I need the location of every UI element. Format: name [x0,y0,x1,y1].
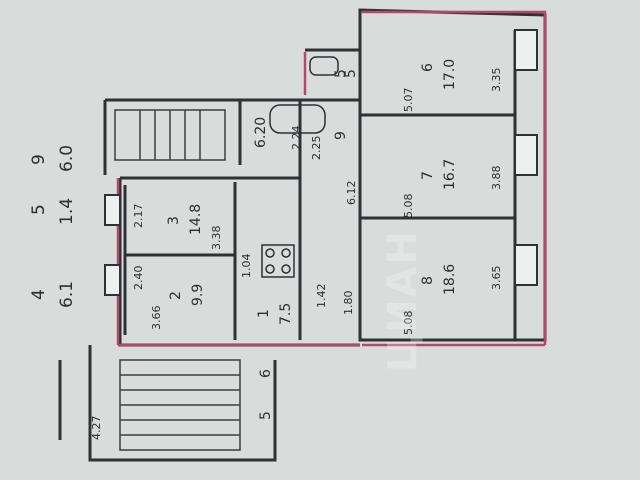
room-5-num: 5 [333,69,349,78]
stairs-upper [114,109,226,161]
legend-area-4: 6.1 [57,281,77,308]
room-2-num: 2 [168,291,184,300]
walls [58,8,547,462]
dim-label: 3.88 [490,166,503,191]
dim-label: 3.35 [490,68,503,93]
room-2-area: 9.9 [190,284,206,306]
dim-label: 2.24 [290,126,303,151]
dim-label: 3.65 [490,266,503,291]
windows [104,29,538,296]
dim-label: 6 [258,369,274,378]
room-6-area: 17.0 [442,59,458,90]
dim-label: 3.38 [210,226,223,251]
dim-label: 4.27 [90,416,103,441]
toilet-icon [309,56,339,76]
room-3-area: 14.8 [188,204,204,235]
room-3-num: 3 [166,216,182,225]
dim-label: 1.04 [240,254,253,279]
room-8-num: 8 [420,276,436,285]
room-8-area: 18.6 [442,264,458,295]
dim-label: 5.07 [402,88,415,113]
room-labels: 6 17.0 7 16.7 8 18.6 3 14.8 2 9.9 1 7.5 … [166,59,458,325]
legend-num-4: 4 [29,289,49,300]
dim-label: 5.08 [402,311,415,336]
room-1-num: 1 [256,309,272,318]
legend-area-5: 1.4 [57,198,77,225]
legend: 4 6.1 5 1.4 9 6.0 [29,145,77,308]
dim-label: 5 [258,411,274,420]
dim-label: 3.66 [150,306,163,331]
room-6-num: 6 [420,63,436,72]
dim-label: 6.12 [345,181,358,206]
bathtub-icon [269,104,326,134]
room-1-area: 7.5 [278,303,294,325]
legend-num-9: 9 [29,154,49,165]
stove-icon [261,244,295,278]
room-7-area: 16.7 [442,159,458,190]
room-9-num: 9 [333,131,349,140]
dim-label: 1.42 [315,284,328,309]
dim-label: 5 [343,69,359,78]
legend-area-9: 6.0 [57,145,77,172]
dim-label: 5.08 [402,194,415,219]
dimension-labels: 3.35 3.88 3.65 5.07 5.08 5.08 6.12 2.17 … [90,68,503,441]
room-7-num: 7 [420,171,436,180]
dim-label: 1.80 [342,291,355,316]
stairs-lower [119,359,241,451]
dim-label: 6.20 [253,117,269,148]
dim-label: 2.40 [132,266,145,291]
legend-num-5: 5 [29,204,49,215]
dim-label: 2.25 [310,136,323,161]
dim-label: 2.17 [132,204,145,229]
